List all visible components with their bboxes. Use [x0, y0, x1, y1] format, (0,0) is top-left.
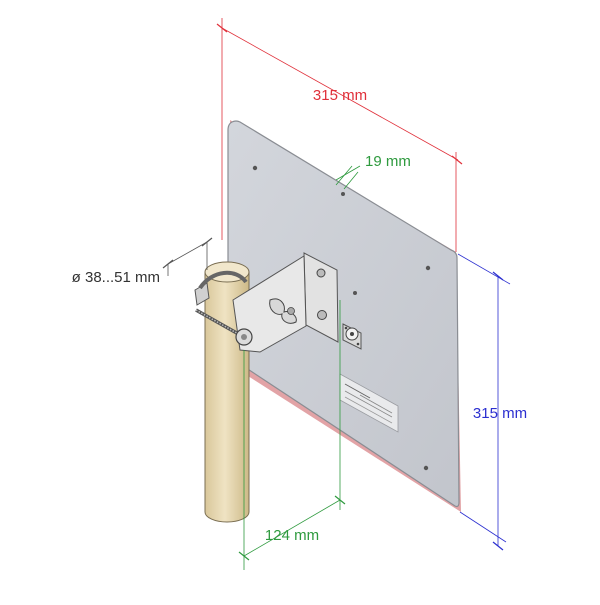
antenna-panel — [227, 120, 460, 508]
dimension-depth — [335, 165, 361, 190]
panel-screw-top-left — [252, 165, 258, 171]
panel-screw-top-right — [425, 265, 431, 271]
mounting-bracket — [194, 252, 339, 353]
rf-connector — [342, 323, 362, 350]
bracket-bolt-lower — [317, 310, 327, 320]
dimension-height — [457, 253, 511, 551]
dimension-width-label: 315 mm — [313, 87, 367, 104]
dimension-offset-label: 124 mm — [265, 527, 319, 544]
dimension-height-label: 315 mm — [473, 405, 527, 422]
wing-nut — [269, 298, 297, 324]
panel-screw-mid — [341, 192, 345, 196]
dimension-pole-diameter — [162, 237, 213, 276]
bracket-bolt-upper — [316, 268, 326, 278]
dimension-pole-diameter-label: ø 38...51 mm — [72, 269, 160, 286]
dimension-width — [216, 18, 463, 252]
dimension-offset — [238, 300, 346, 570]
panel-screw-center — [353, 291, 357, 295]
panel-screw-bottom-right — [423, 465, 429, 471]
dimension-depth-label: 19 mm — [365, 153, 411, 170]
